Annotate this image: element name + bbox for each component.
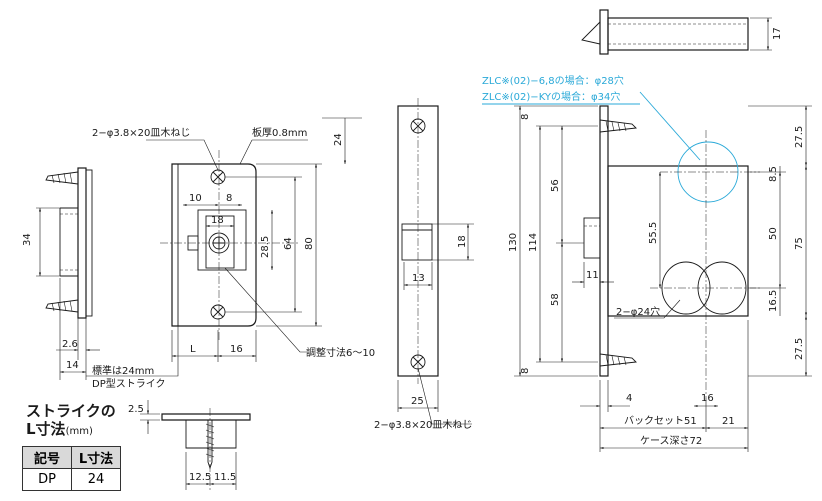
lock-body-view	[514, 105, 812, 452]
dim-58: 58	[550, 293, 561, 306]
dim-27.5-top: 27.5	[794, 126, 805, 148]
dim-13: 13	[412, 273, 425, 284]
strike-plan-view	[140, 400, 251, 490]
adjust-label: 調整寸法6〜10	[306, 346, 375, 359]
dim-64: 64	[283, 237, 294, 250]
dim-12.5: 12.5	[189, 472, 211, 483]
strike-screw-label: 2−φ3.8×20皿木ねじ	[92, 127, 190, 139]
table-title-line2: L寸法	[26, 420, 66, 438]
dim-L: L	[190, 344, 196, 355]
dim-34: 34	[22, 233, 33, 246]
dim-114: 114	[528, 233, 539, 252]
dim-8.5: 8.5	[768, 166, 779, 182]
dim-8-top: 8	[520, 114, 531, 120]
dim-56: 56	[550, 179, 561, 192]
dim-21: 21	[722, 416, 735, 427]
dim-24-top: 24	[333, 133, 344, 146]
table-header-symbol: 記号	[22, 446, 72, 469]
dim-11.5: 11.5	[214, 472, 236, 483]
l-dimension-table: 記号 L寸法 DP 24	[22, 446, 121, 491]
note-leader-diagonal	[639, 91, 701, 161]
backset-label: バックセット51	[624, 415, 697, 427]
dim-16-strike: 16	[230, 344, 243, 355]
table-row: DP 24	[22, 468, 121, 491]
strike-front-view	[86, 117, 362, 377]
dim-75: 75	[794, 237, 805, 250]
holes24-label: 2−φ24穴	[616, 305, 660, 318]
dim-27.5-bottom: 27.5	[794, 338, 805, 360]
table-header-l: L寸法	[71, 446, 121, 469]
dim-16.5: 16.5	[768, 290, 779, 312]
dim-4: 4	[626, 393, 632, 404]
table-title-line1: ストライクの	[26, 402, 116, 420]
table-cell-symbol: DP	[22, 468, 72, 491]
dim-10: 10	[189, 193, 202, 204]
dim-18-face: 18	[457, 235, 468, 248]
table-unit: (mm)	[65, 426, 93, 437]
note-line-2: ZLC※(02)−KYの場合：φ34穴	[482, 90, 620, 103]
dim-8-bottom: 8	[520, 368, 531, 374]
table-title: ストライクの L寸法(mm)	[26, 402, 116, 441]
dim-55.5: 55.5	[648, 222, 659, 244]
dim-17: 17	[772, 27, 783, 40]
plate-thickness-label: 板厚0.8mm	[252, 126, 307, 139]
table-cell-l: 24	[71, 468, 121, 491]
dim-50: 50	[768, 227, 779, 240]
dim-11: 11	[586, 270, 599, 281]
case-depth-label: ケース深さ72	[640, 435, 702, 447]
dim-80: 80	[304, 237, 315, 250]
table-header-row: 記号 L寸法	[22, 446, 121, 469]
dim-28.5: 28.5	[260, 236, 271, 258]
latch-top-view	[581, 9, 772, 55]
dim-25: 25	[411, 396, 424, 407]
dim-18-strike: 18	[211, 215, 224, 226]
face-plate-view	[397, 98, 474, 425]
dim-14: 14	[66, 360, 79, 371]
face-screw-label: 2−φ3.8×20皿木ねじ	[374, 419, 472, 431]
note-line-1: ZLC※(02)−6,8の場合：φ28穴	[482, 74, 624, 87]
strike-side-view	[36, 167, 100, 380]
dim-8: 8	[226, 193, 232, 204]
dim-130: 130	[508, 233, 519, 252]
dim-2.5: 2.5	[128, 404, 144, 415]
dim-16-body: 16	[701, 393, 714, 404]
dim-2.6: 2.6	[62, 339, 78, 350]
standard-label-2: DP型ストライク	[92, 377, 166, 390]
standard-label-1: 標準は24mm	[92, 364, 154, 377]
